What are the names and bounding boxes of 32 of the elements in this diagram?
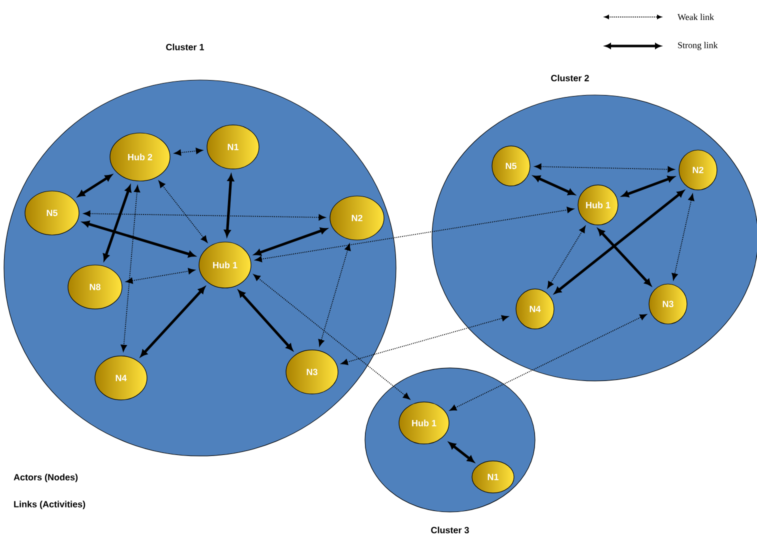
link-arrow [318,244,351,346]
link-arrow [533,176,575,196]
link-arrow [622,176,674,198]
link-arrow [126,268,196,284]
link-arrow [224,174,234,236]
note-text: Links (Activities) [14,500,86,510]
link-arrow [253,274,410,400]
link-arrow [78,174,112,197]
cluster-heading: Cluster 3 [431,526,469,534]
link-arrow [534,164,675,172]
link-arrow [103,185,132,261]
link-arrow [120,185,140,352]
link-arrow [450,314,647,411]
legend-label: Strong link [678,42,718,50]
link-arrow [554,190,684,294]
link-arrow [598,228,652,286]
link-arrow [238,290,293,351]
link-arrow [254,228,328,256]
link-arrow [174,148,203,156]
link-arrow [158,180,208,243]
link-arrow [83,210,326,220]
link-arrow [672,194,694,280]
note-text: Actors (Nodes) [14,474,78,482]
link-arrow [82,220,196,258]
link-arrow [140,286,206,357]
legend-label: Weak link [678,14,714,20]
link-arrow [254,206,574,262]
link-arrow [340,315,509,366]
link-arrow [448,442,474,462]
cluster-heading: Cluster 2 [551,74,589,82]
cluster-heading: Cluster 1 [166,44,204,50]
link-arrow [547,226,586,288]
